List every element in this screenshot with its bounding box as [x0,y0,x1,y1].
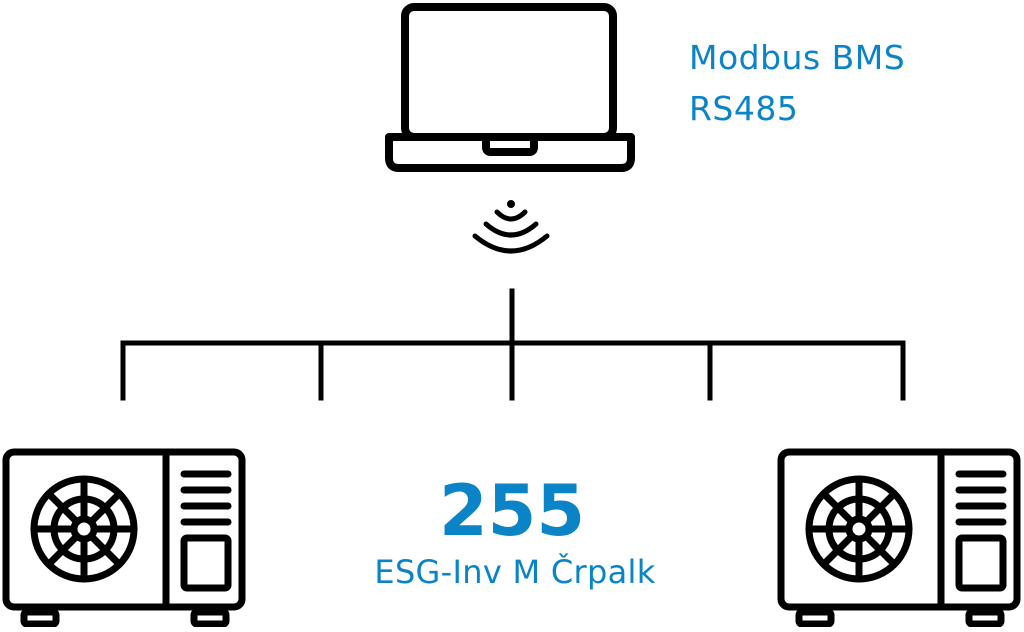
bms-protocol-label: Modbus BMS [689,38,906,77]
bms-interface-label: RS485 [689,89,799,128]
laptop-icon [385,3,635,172]
unit-name-label: ESG-Inv M Črpalk [374,553,656,591]
bus-network-lines [120,288,906,401]
outdoor-unit-left-icon [2,448,246,628]
unit-count-label: 255 [438,470,586,552]
outdoor-unit-right-icon [777,448,1021,628]
wireless-signal-icon [472,200,550,254]
